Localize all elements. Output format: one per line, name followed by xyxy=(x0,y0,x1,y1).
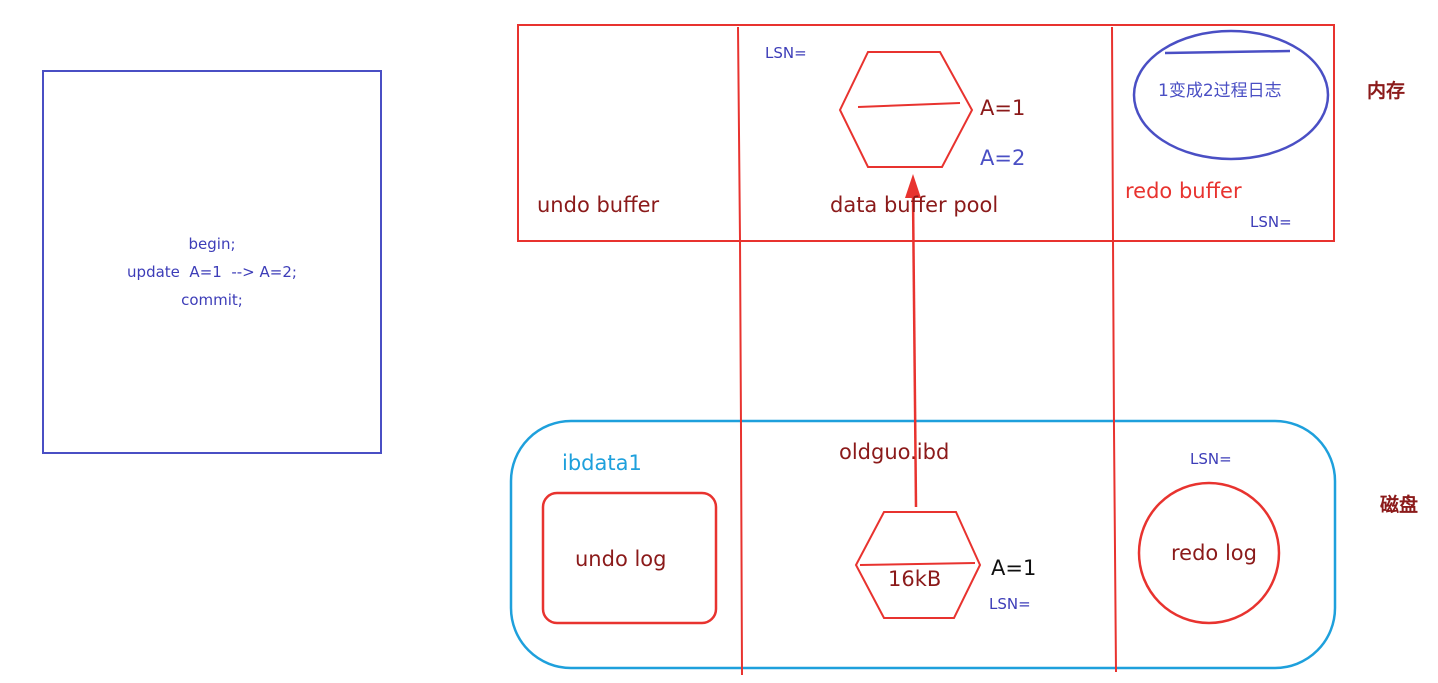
page-old-value: A=1 xyxy=(980,96,1026,120)
undo-buffer-label: undo buffer xyxy=(537,193,660,217)
redo-buffer-lsn: LSN= xyxy=(1250,213,1292,231)
data-buffer-lsn: LSN= xyxy=(765,44,807,62)
sql-statement: begin; update A=1 --> A=2; commit; xyxy=(44,230,380,314)
redo-log-circle xyxy=(1137,481,1281,625)
redo-buffer-ellipse xyxy=(1132,29,1330,161)
data-buffer-pool-label: data buffer pool xyxy=(830,193,999,217)
disk-page-value: A=1 xyxy=(991,556,1037,580)
disk-region-label: 磁盘 xyxy=(1380,494,1419,516)
sql-statement-box: begin; update A=1 --> A=2; commit; xyxy=(42,70,382,454)
sql-line-commit: commit; xyxy=(181,291,243,309)
disk-region-box xyxy=(509,419,1337,670)
sql-line-begin: begin; xyxy=(188,235,236,253)
redo-buffer-label: redo buffer xyxy=(1125,179,1242,203)
page-new-value: A=2 xyxy=(980,146,1026,170)
redo-note: 1变成2过程日志 xyxy=(1158,81,1282,101)
undo-log-label: undo log xyxy=(575,547,667,571)
ibdata1-label: ibdata1 xyxy=(562,451,642,475)
page-size-label: 16kB xyxy=(888,567,942,591)
memory-page-divider xyxy=(857,102,961,108)
undo-log-box xyxy=(541,491,718,625)
divider-line-right xyxy=(1111,26,1117,673)
load-arrow-head xyxy=(905,174,921,198)
load-arrow-shaft xyxy=(911,195,918,508)
disk-page-lsn: LSN= xyxy=(989,595,1031,613)
memory-region-box xyxy=(517,24,1335,242)
memory-region-label: 内存 xyxy=(1367,80,1406,102)
redo-log-label: redo log xyxy=(1171,541,1257,565)
redo-buffer-line xyxy=(1164,49,1291,55)
memory-page-hexagon xyxy=(838,51,974,168)
sql-line-update: update A=1 --> A=2; xyxy=(127,263,297,281)
redo-log-lsn: LSN= xyxy=(1190,450,1232,468)
disk-page-hexagon xyxy=(854,511,982,619)
disk-page-divider xyxy=(859,562,976,566)
ibd-file-label: oldguo.ibd xyxy=(839,440,950,464)
divider-line-left xyxy=(737,26,743,676)
